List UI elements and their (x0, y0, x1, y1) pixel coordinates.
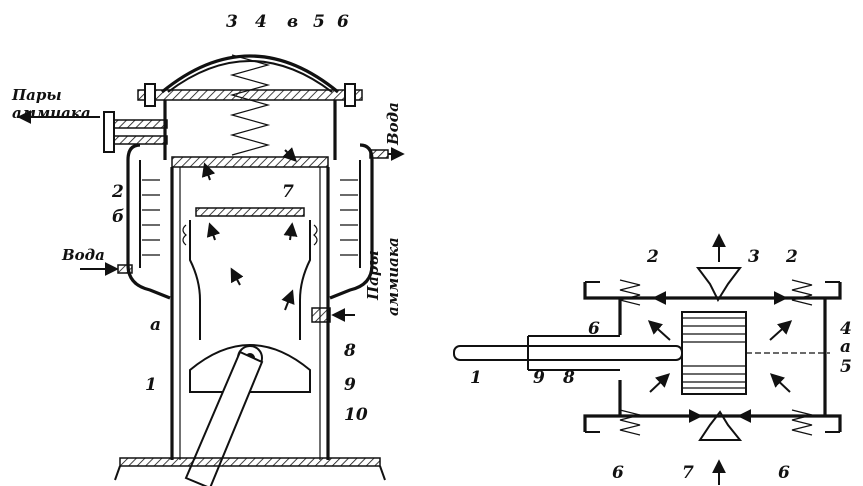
ammonia-in-label-line2: аммиака (384, 237, 402, 316)
r-label-6top: 6 (588, 319, 600, 339)
connecting-rod (184, 350, 264, 486)
water-jacket (126, 143, 374, 300)
r-label-5: 5 (840, 357, 852, 377)
casing-top (583, 282, 842, 300)
label-5: 5 (313, 12, 325, 32)
piston-body (189, 220, 311, 340)
ammonia-outlet-pipe (17, 110, 168, 153)
left-compressor: 3 4 в 5 6 2 б 7 а 8 9 1 10 Пары аммиака … (11, 12, 405, 486)
base-plate (119, 457, 381, 467)
r-label-a: а (840, 337, 851, 357)
r-label-2b: 2 (785, 247, 798, 267)
water-out-label: Вода (384, 102, 402, 146)
water-in-label: Вода (61, 246, 105, 264)
r-label-6b: 6 (778, 463, 790, 483)
label-6: 6 (337, 12, 349, 32)
casing-bottom (583, 414, 842, 432)
stuffing-box (527, 335, 620, 371)
ammonia-out-label-line1: Пары (11, 86, 62, 104)
label-3: 3 (226, 12, 238, 32)
ammonia-out-label-line2: аммиака (12, 104, 91, 122)
discharge-port (696, 267, 742, 303)
cylinder-dome (160, 54, 340, 94)
label-a: а (150, 315, 161, 335)
piston-rod (453, 345, 683, 361)
r-label-3: 3 (748, 247, 760, 267)
label-7: 7 (282, 182, 294, 202)
discharge-valve-plate (171, 156, 329, 168)
top-valves (619, 279, 813, 306)
label-8: 8 (343, 341, 356, 361)
label-2: 2 (111, 182, 124, 202)
valve-spring (229, 54, 271, 156)
label-b: б (112, 207, 124, 227)
suction-port (698, 410, 743, 441)
r-label-9: 9 (533, 368, 545, 388)
label-10: 10 (344, 405, 368, 425)
label-1: 1 (145, 375, 157, 395)
bottom-valves (619, 409, 813, 436)
piston-top-valve (195, 207, 305, 217)
r-label-4: 4 (840, 319, 852, 339)
r-label-1: 1 (470, 368, 482, 388)
r-label-7: 7 (682, 463, 694, 483)
r-label-6a: 6 (612, 463, 624, 483)
top-flange (137, 89, 363, 101)
label-9: 9 (344, 375, 356, 395)
r-label-2a: 2 (646, 247, 659, 267)
right-compressor: 2 3 2 6 4 а 5 1 9 8 6 7 6 (453, 233, 852, 485)
ammonia-in-label-line1: Пары (364, 250, 382, 301)
label-v: в (287, 12, 298, 32)
label-4: 4 (255, 12, 267, 32)
r-label-8: 8 (562, 368, 575, 388)
